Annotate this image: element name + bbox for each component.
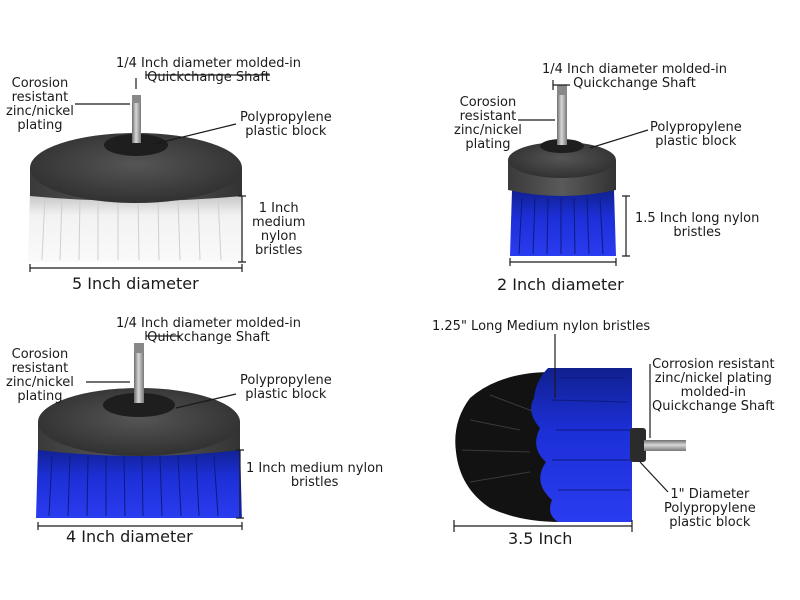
hub bbox=[104, 134, 168, 156]
shaft bbox=[132, 95, 141, 143]
bristles-blue bbox=[531, 368, 632, 522]
leader-lines bbox=[29, 71, 669, 532]
brush-3-5-inch-round bbox=[455, 368, 686, 522]
brush-2-inch-blue bbox=[508, 85, 616, 256]
bristles-blue bbox=[510, 190, 616, 256]
hub bbox=[540, 139, 584, 153]
hub bbox=[103, 393, 175, 417]
shaft bbox=[134, 343, 144, 403]
brush-5-inch-white bbox=[28, 95, 244, 262]
plastic-block bbox=[630, 428, 646, 462]
bristles-blue bbox=[36, 448, 242, 518]
block-top bbox=[30, 133, 242, 203]
shaft bbox=[644, 440, 686, 451]
length-label: 3.5 Inch bbox=[508, 529, 573, 548]
bristles-white bbox=[28, 190, 244, 262]
bristle-label: 1.25" Long Medium nylon bristles bbox=[432, 319, 651, 334]
diameter-label: 2 Inch diameter bbox=[497, 275, 624, 294]
shaft bbox=[557, 85, 567, 145]
diameter-label: 5 Inch diameter bbox=[72, 274, 199, 293]
diameter-label: 4 Inch diameter bbox=[66, 527, 193, 546]
